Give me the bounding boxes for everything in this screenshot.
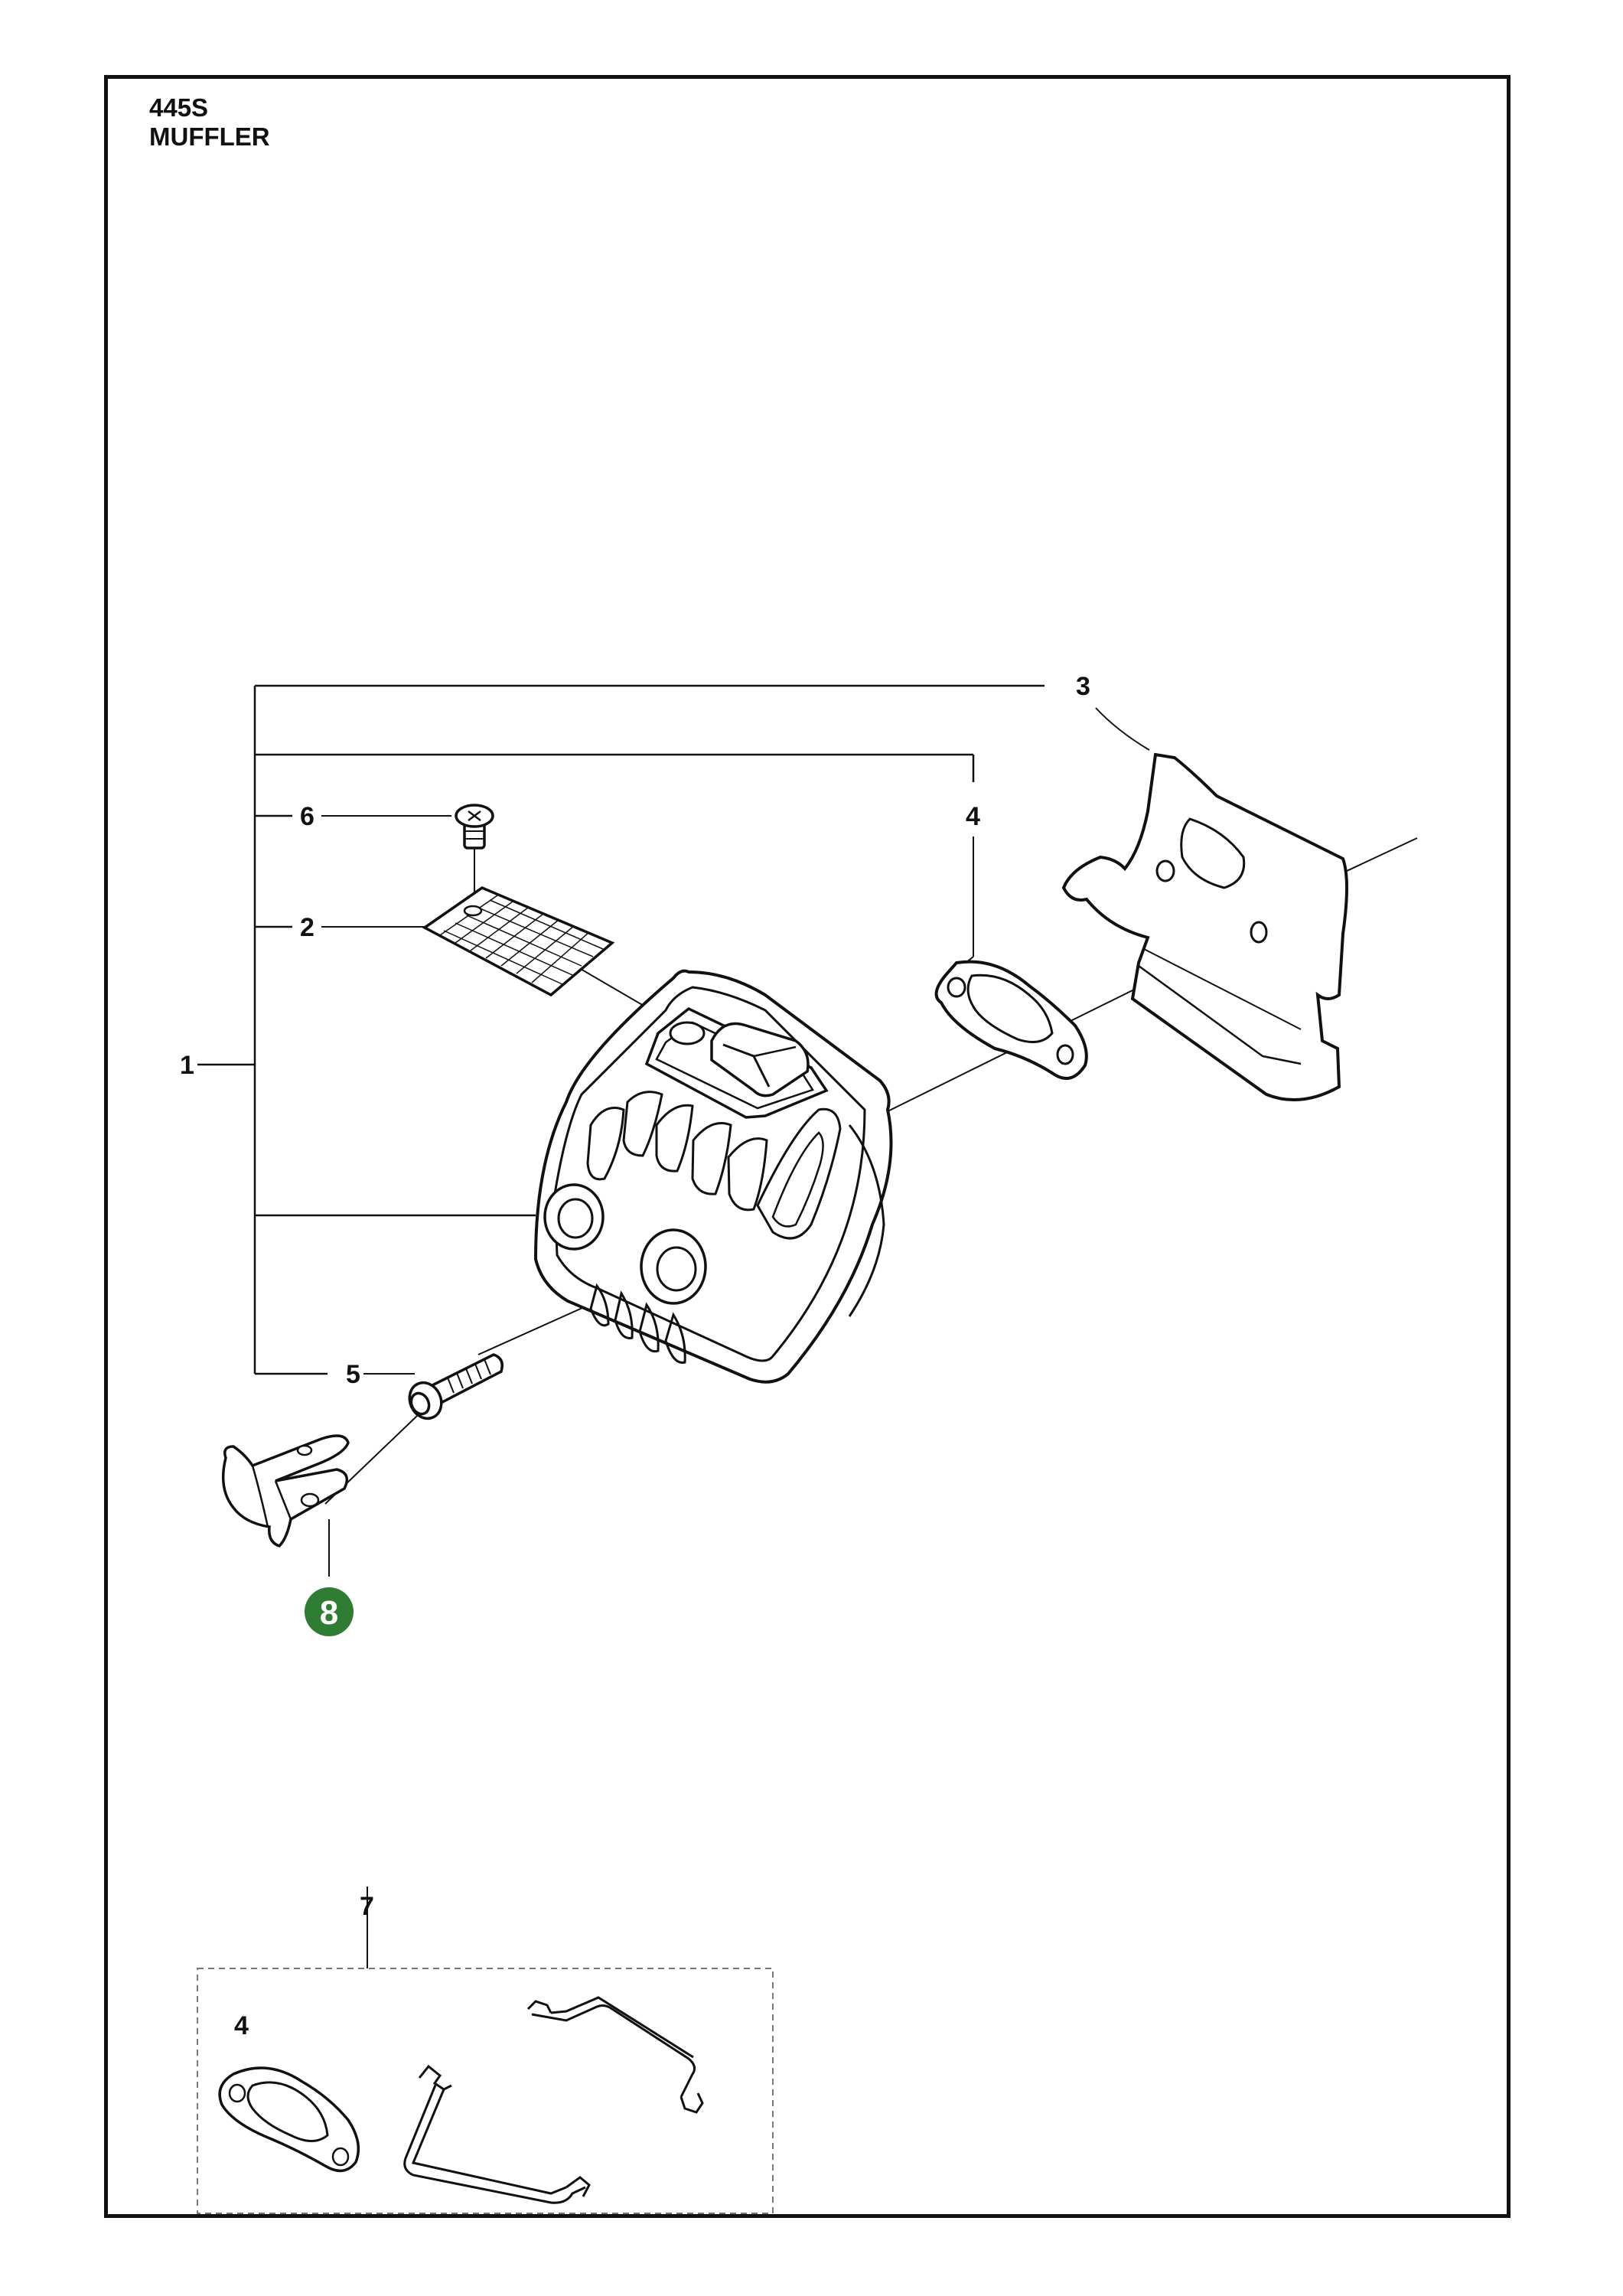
bracket-lines <box>197 684 1045 1375</box>
callout-8-highlight[interactable]: 8 <box>305 1587 354 1636</box>
kit-box <box>197 1968 774 2214</box>
spark-arrestor-screen <box>422 886 615 997</box>
muffler-body <box>533 969 893 1384</box>
label-8: 8 <box>320 1594 338 1632</box>
model-number: 445S <box>149 93 209 122</box>
label-5: 5 <box>346 1360 360 1389</box>
page-title: 445S MUFFLER <box>149 93 270 152</box>
page-frame <box>104 75 1511 2218</box>
screw <box>455 804 494 850</box>
label-2: 2 <box>300 913 314 942</box>
gasket <box>934 960 1088 1081</box>
heat-shield-plate <box>1061 752 1348 1102</box>
section-name: MUFFLER <box>149 122 270 151</box>
label-4: 4 <box>966 802 980 831</box>
label-3: 3 <box>1076 672 1090 701</box>
label-7: 7 <box>360 1892 374 1921</box>
spark-deflector <box>221 1434 350 1548</box>
label-kit-4: 4 <box>234 2011 249 2040</box>
kit-wire-bracket-upper <box>526 1996 704 2114</box>
kit-gasket <box>218 2066 360 2173</box>
bolt <box>408 1353 504 1420</box>
kit-wire-bracket-lower <box>403 2064 591 2204</box>
label-6: 6 <box>300 802 314 831</box>
label-1: 1 <box>180 1051 194 1080</box>
